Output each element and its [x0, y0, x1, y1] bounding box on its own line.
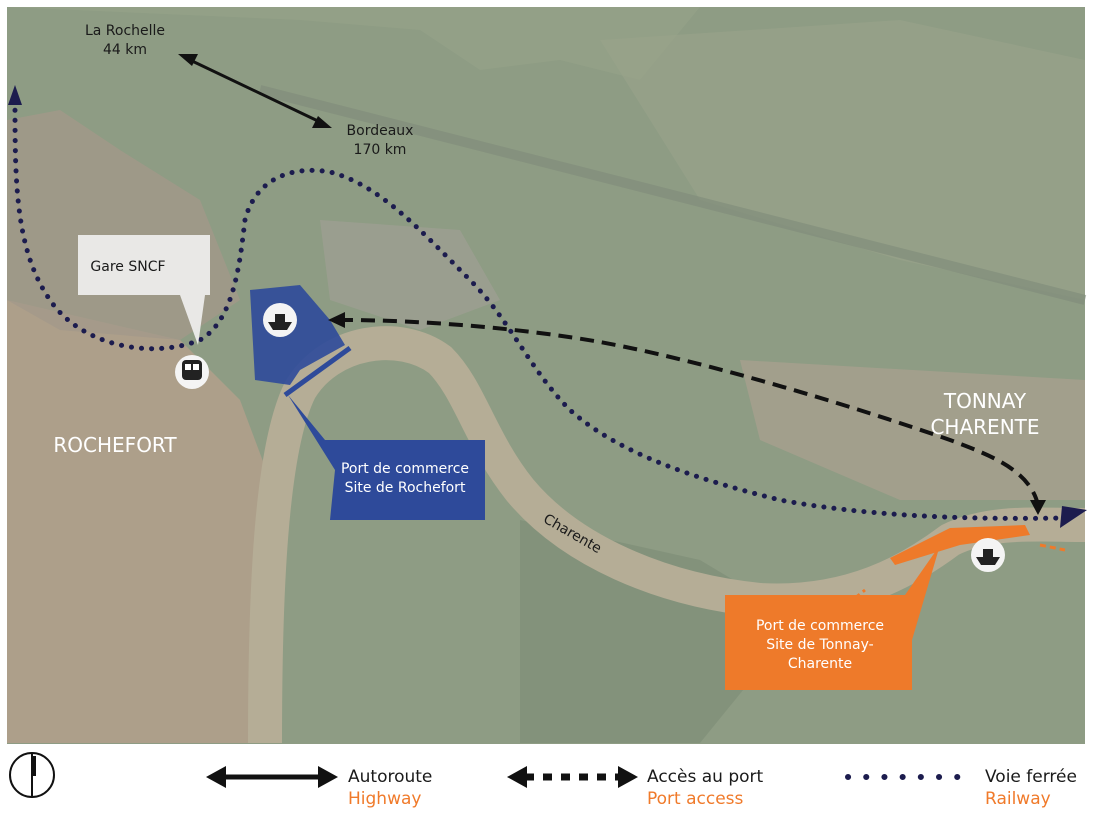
railway-line [8, 85, 1087, 528]
ship-icon [971, 538, 1005, 572]
highway-arrow [178, 54, 332, 128]
ship-icon [263, 303, 297, 337]
port-access-route [328, 312, 1046, 515]
tonnay-urban-area [740, 360, 1085, 500]
north-arrow-icon [9, 752, 55, 798]
tonnay-port-area [890, 525, 1030, 565]
tonnay-port-callout [725, 545, 940, 690]
rochefort-port-callout [288, 395, 485, 520]
train-station-icon [175, 355, 209, 389]
legend-highway-icon [206, 766, 338, 788]
rochefort-label: ROCHEFORT [53, 433, 177, 457]
rochefort-urban-area [7, 300, 270, 743]
gare-callout [78, 235, 210, 345]
legend-port-access-icon [507, 766, 638, 788]
gare-label: Gare SNCF [90, 259, 166, 275]
